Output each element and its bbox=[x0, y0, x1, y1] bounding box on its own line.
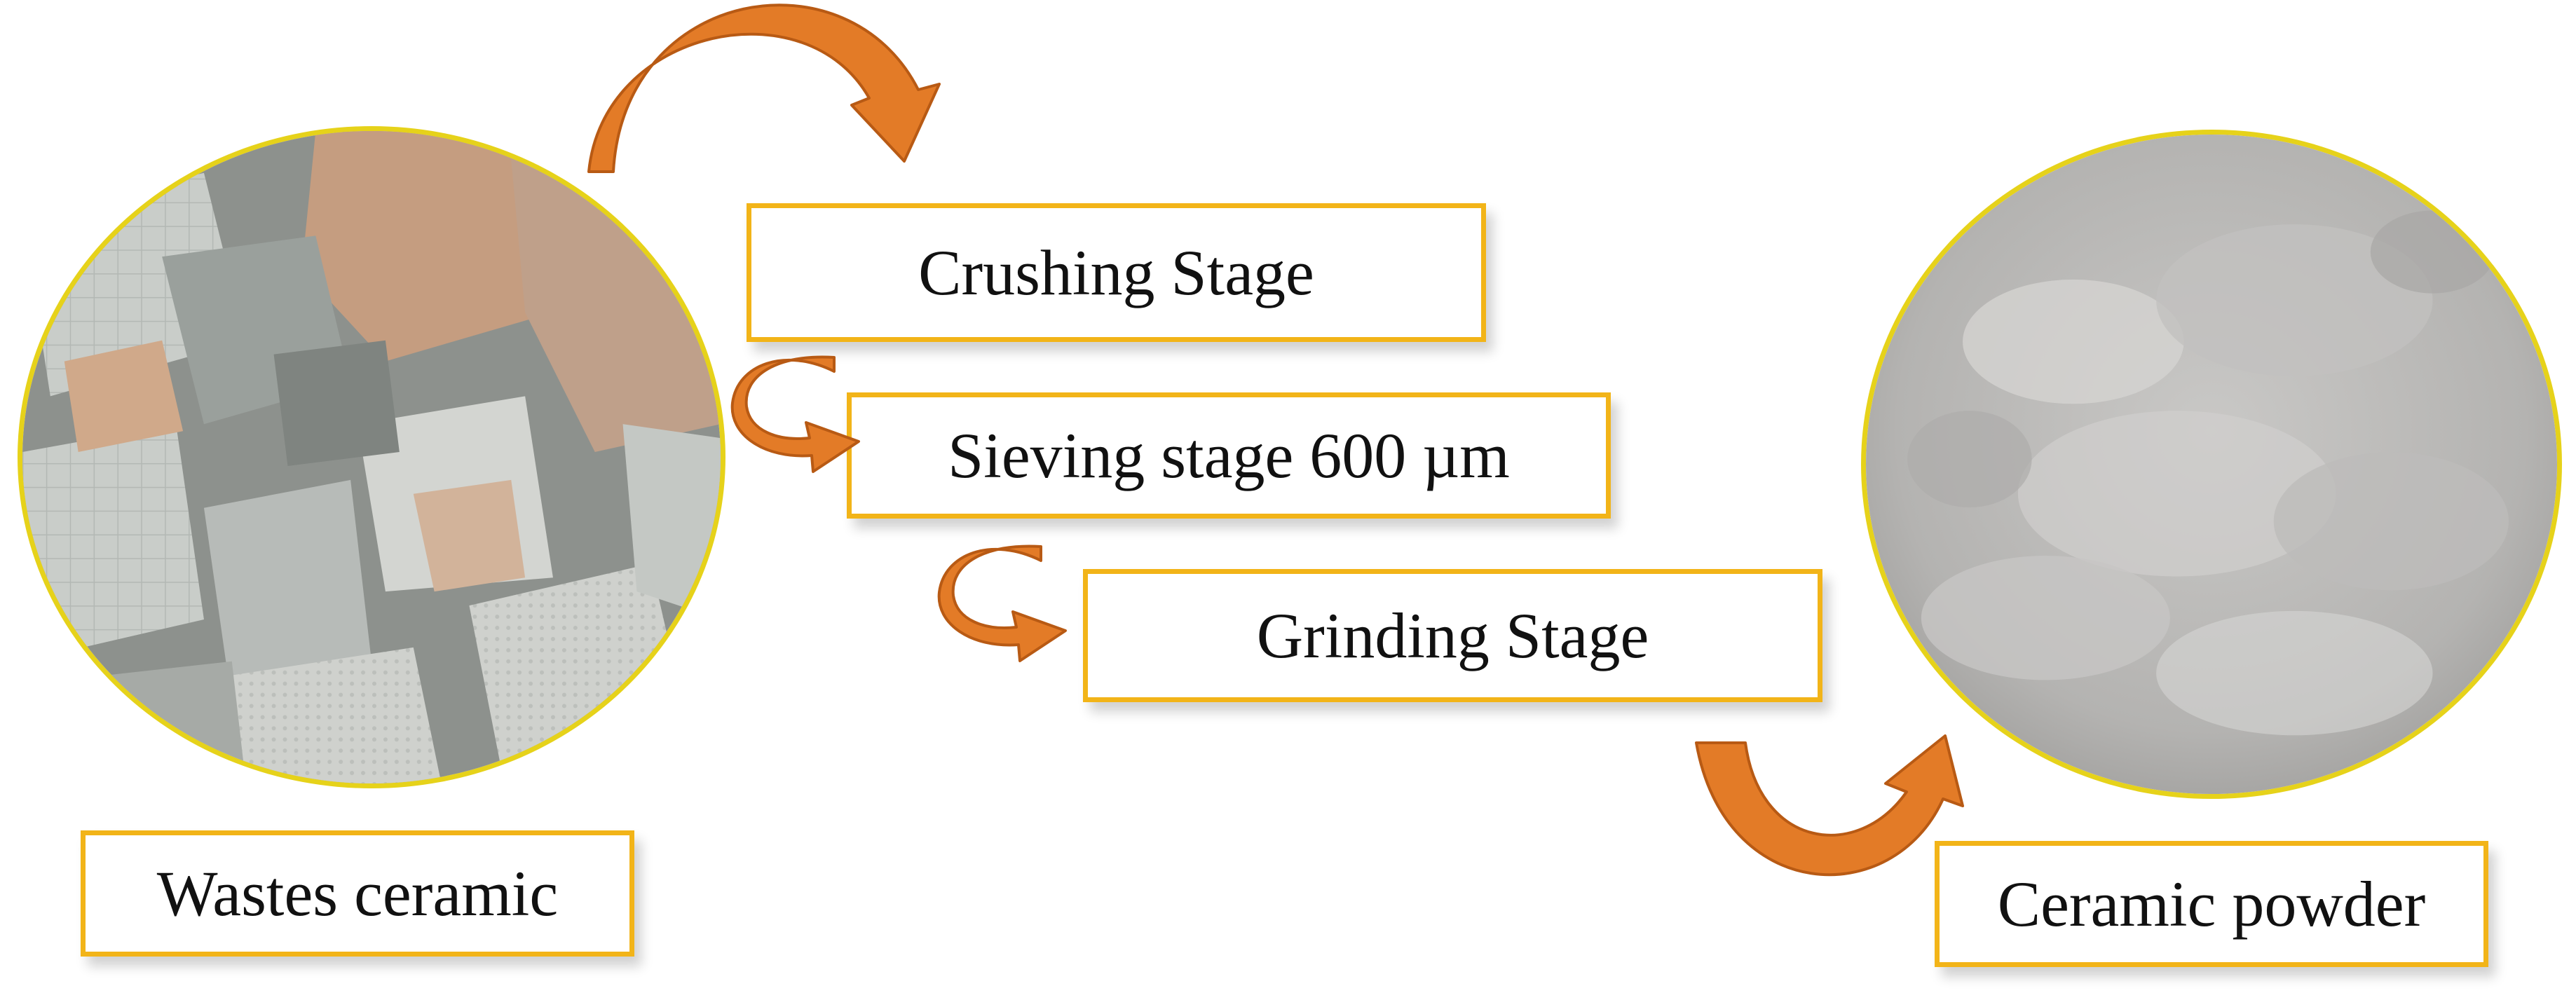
crushing-stage-label: Crushing Stage bbox=[918, 237, 1314, 308]
wastes-ceramic-box: Wastes ceramic bbox=[81, 830, 634, 957]
ceramic-powder-image bbox=[1866, 135, 2557, 794]
sieving-stage-box: Sieving stage 600 µm bbox=[847, 392, 1611, 519]
wastes-ceramic-label: Wastes ceramic bbox=[156, 858, 559, 929]
waste-ceramic-photo bbox=[18, 126, 725, 788]
waste-ceramic-image bbox=[22, 131, 721, 783]
curved-arrow-to-sieving bbox=[730, 355, 860, 473]
ceramic-powder-box: Ceramic powder bbox=[1935, 841, 2488, 967]
ceramic-powder-label: Ceramic powder bbox=[1997, 868, 2426, 940]
curved-arrow-to-crushing bbox=[587, 4, 941, 173]
curved-arrow-to-powder bbox=[1695, 734, 1964, 877]
grinding-stage-label: Grinding Stage bbox=[1256, 600, 1649, 671]
sieving-stage-label: Sieving stage 600 µm bbox=[948, 420, 1510, 491]
ceramic-powder-photo bbox=[1861, 130, 2562, 799]
grinding-stage-box: Grinding Stage bbox=[1083, 569, 1822, 702]
crushing-stage-box: Crushing Stage bbox=[747, 203, 1486, 342]
curved-arrow-to-grinding bbox=[937, 544, 1067, 662]
